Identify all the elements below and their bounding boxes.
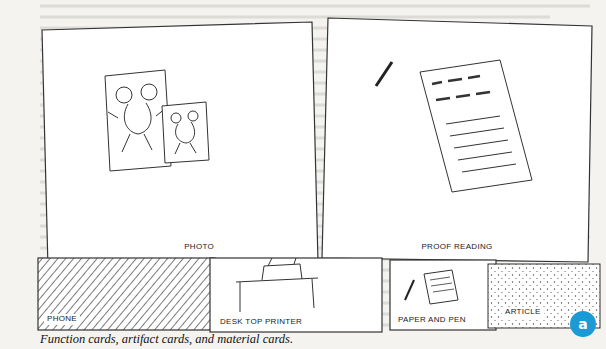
sketch-path <box>108 103 166 152</box>
sketch-line <box>450 128 504 136</box>
sketch-polygon <box>162 102 209 163</box>
sketch-rect <box>38 258 215 330</box>
card-label: PHOTO <box>184 243 214 252</box>
sketch-circle <box>188 111 198 121</box>
card-label: PHONE <box>44 314 80 325</box>
sketch-line <box>405 280 414 300</box>
sketch-line <box>40 16 550 19</box>
sketch-circle <box>141 84 157 100</box>
sketch-line <box>40 5 590 8</box>
sketch-path <box>175 122 196 154</box>
sketch-rect <box>210 258 382 332</box>
sketch-line <box>468 76 480 78</box>
sketch-polygon <box>424 270 458 304</box>
sketch-line <box>432 82 442 84</box>
artifact-card: PAPER AND PEN <box>390 260 496 330</box>
figure-caption: Function cards, artifact cards, and mate… <box>40 333 293 347</box>
function-card: PHOTO <box>48 28 314 256</box>
function-card: PROOF READING <box>326 22 588 256</box>
sketch-polygon <box>105 70 171 171</box>
figure-letter: a <box>578 317 588 331</box>
sketch-g <box>446 116 516 172</box>
material-card: PHONE <box>38 258 215 330</box>
sketch-path <box>236 258 318 312</box>
sketch-circle <box>116 87 132 103</box>
card-label: DESK TOP PRINTER <box>220 318 302 327</box>
sketch-line <box>456 95 470 97</box>
sketch-line <box>431 283 452 286</box>
sketch-g <box>432 76 490 100</box>
sketch-line <box>462 164 516 172</box>
artifact-card: DESK TOP PRINTER <box>210 258 382 332</box>
card-label: ARTICLE <box>502 307 544 318</box>
sketch-line <box>476 92 490 94</box>
sketch-line <box>436 98 450 100</box>
figure-badge: a <box>570 311 596 337</box>
card-label: PAPER AND PEN <box>398 316 466 325</box>
sketch-g <box>430 277 454 292</box>
sketch-line <box>454 140 508 148</box>
sketch-polygon <box>322 18 592 262</box>
sketch-line <box>448 79 462 81</box>
sketch-line <box>433 289 454 292</box>
card-label: PROOF READING <box>421 243 492 252</box>
sketch-line <box>430 277 450 280</box>
sketch-line <box>446 116 500 124</box>
sketch-polygon <box>420 60 532 192</box>
sketch-line <box>458 152 512 160</box>
sketch-circle <box>171 113 181 123</box>
sketch-line <box>376 62 392 86</box>
sketch-rect <box>390 260 496 330</box>
sketch-polygon <box>42 22 318 268</box>
